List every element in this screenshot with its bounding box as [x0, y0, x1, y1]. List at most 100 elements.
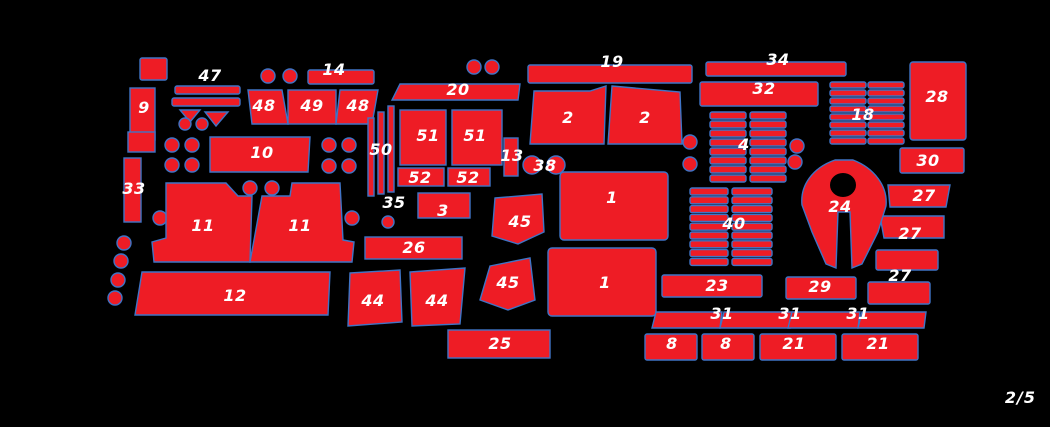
- part-4-strip: [749, 156, 787, 165]
- round-piece: [341, 137, 357, 153]
- part-4-strip: [709, 138, 747, 147]
- part-31: [857, 311, 927, 329]
- part-8: [701, 333, 755, 361]
- part-number-label: 33: [122, 179, 146, 198]
- part-18-strip: [829, 121, 867, 129]
- part-52-right: [447, 167, 491, 187]
- part-number-label: 9: [138, 98, 150, 117]
- round-piece: [546, 155, 566, 175]
- part-number-label: 21: [866, 334, 890, 353]
- part-number-label: 11: [288, 216, 312, 235]
- part-40-strip: [731, 204, 773, 214]
- part-number-label: 48: [346, 96, 370, 115]
- part-31-row: [651, 311, 927, 329]
- round-piece: [184, 157, 200, 173]
- part-number-label: 44: [425, 291, 449, 310]
- part-23: [661, 274, 763, 298]
- part-12: [134, 271, 331, 316]
- part-8-21-row: [644, 333, 919, 361]
- part-20: [390, 83, 521, 101]
- part-number-label: 32: [752, 79, 776, 98]
- part-4-strip: [709, 156, 747, 165]
- part-47-strip: [174, 85, 241, 95]
- part-number-label: 21: [782, 334, 806, 353]
- part-1-bottom: [547, 247, 657, 317]
- part-25: [447, 329, 551, 359]
- part-47-notch: [178, 109, 202, 124]
- part-4-strip: [709, 174, 747, 183]
- part-number-label: 13: [500, 146, 524, 165]
- part-number-label: 12: [223, 286, 247, 305]
- part-18-strip: [867, 137, 905, 145]
- part-8: [644, 333, 698, 361]
- part-4-strip: [749, 174, 787, 183]
- part-number-label: 2: [639, 108, 651, 127]
- part-1-top: [559, 171, 669, 241]
- part-4-strip: [749, 111, 787, 120]
- part-40-strip: [731, 222, 773, 231]
- part-number-label: 4: [738, 135, 750, 154]
- round-piece: [466, 59, 482, 75]
- part-52-left: [397, 167, 445, 187]
- part-21: [759, 333, 837, 361]
- part-18-strip: [867, 113, 905, 121]
- group-47-48: [171, 68, 379, 131]
- part-40-strips: [689, 187, 773, 267]
- part-number-label: 45: [496, 273, 520, 292]
- part-18-strip: [829, 97, 867, 105]
- part-number-label: 2: [562, 108, 574, 127]
- round-piece: [321, 137, 337, 153]
- part-18-strip: [829, 113, 867, 121]
- part-26: [364, 236, 463, 260]
- part-number-label: 20: [446, 80, 470, 99]
- part-number-label: 11: [191, 216, 215, 235]
- part-34: [705, 61, 847, 77]
- part-27-top: [887, 184, 951, 208]
- round-piece: [682, 156, 698, 172]
- part-28: [909, 61, 967, 141]
- part-number-label: 27: [912, 186, 936, 205]
- part-number-label: 51: [463, 126, 487, 145]
- part-number-label: 44: [361, 291, 385, 310]
- part-40-strip: [689, 204, 729, 214]
- part-number-label: 27: [898, 224, 922, 243]
- part-40-strip: [731, 196, 773, 205]
- part-number-label: 3: [437, 201, 449, 220]
- part-number-label: 52: [408, 168, 432, 187]
- part-2-right: [607, 85, 683, 145]
- part-number-label: 31: [778, 304, 802, 323]
- part-40-strip: [731, 248, 773, 258]
- part-11-right: [249, 182, 355, 263]
- round-piece: [113, 253, 129, 269]
- part-4-strip: [709, 129, 747, 138]
- part-40-strip: [689, 222, 729, 231]
- part-number-label: 31: [846, 304, 870, 323]
- round-piece: [381, 215, 395, 229]
- part-40-strip: [689, 240, 729, 249]
- part-4-strip: [749, 129, 787, 138]
- part-44-left: [347, 269, 403, 327]
- part-number-label: 14: [322, 60, 346, 79]
- part-27-middle: [879, 215, 945, 239]
- part-number-label: 31: [710, 304, 734, 323]
- part-4-strip: [709, 165, 747, 174]
- part-24: [801, 159, 887, 270]
- round-piece: [344, 210, 360, 226]
- page-indicator: 2/5: [1004, 388, 1036, 407]
- round-piece: [282, 68, 298, 84]
- column-left: [107, 57, 168, 306]
- small-round-pieces-left: [152, 137, 360, 226]
- round-piece: [116, 235, 132, 251]
- part-number-label: 26: [402, 238, 426, 257]
- part-21: [841, 333, 919, 361]
- part-29: [785, 276, 857, 300]
- part-40-strip: [689, 213, 729, 223]
- part-50-strip: [377, 111, 385, 195]
- part-18-strip: [867, 81, 905, 89]
- part-number-label: 34: [766, 50, 790, 69]
- part-18-strips: [829, 81, 905, 145]
- part-40-strip: [689, 248, 729, 258]
- part-number-label: 8: [666, 334, 678, 353]
